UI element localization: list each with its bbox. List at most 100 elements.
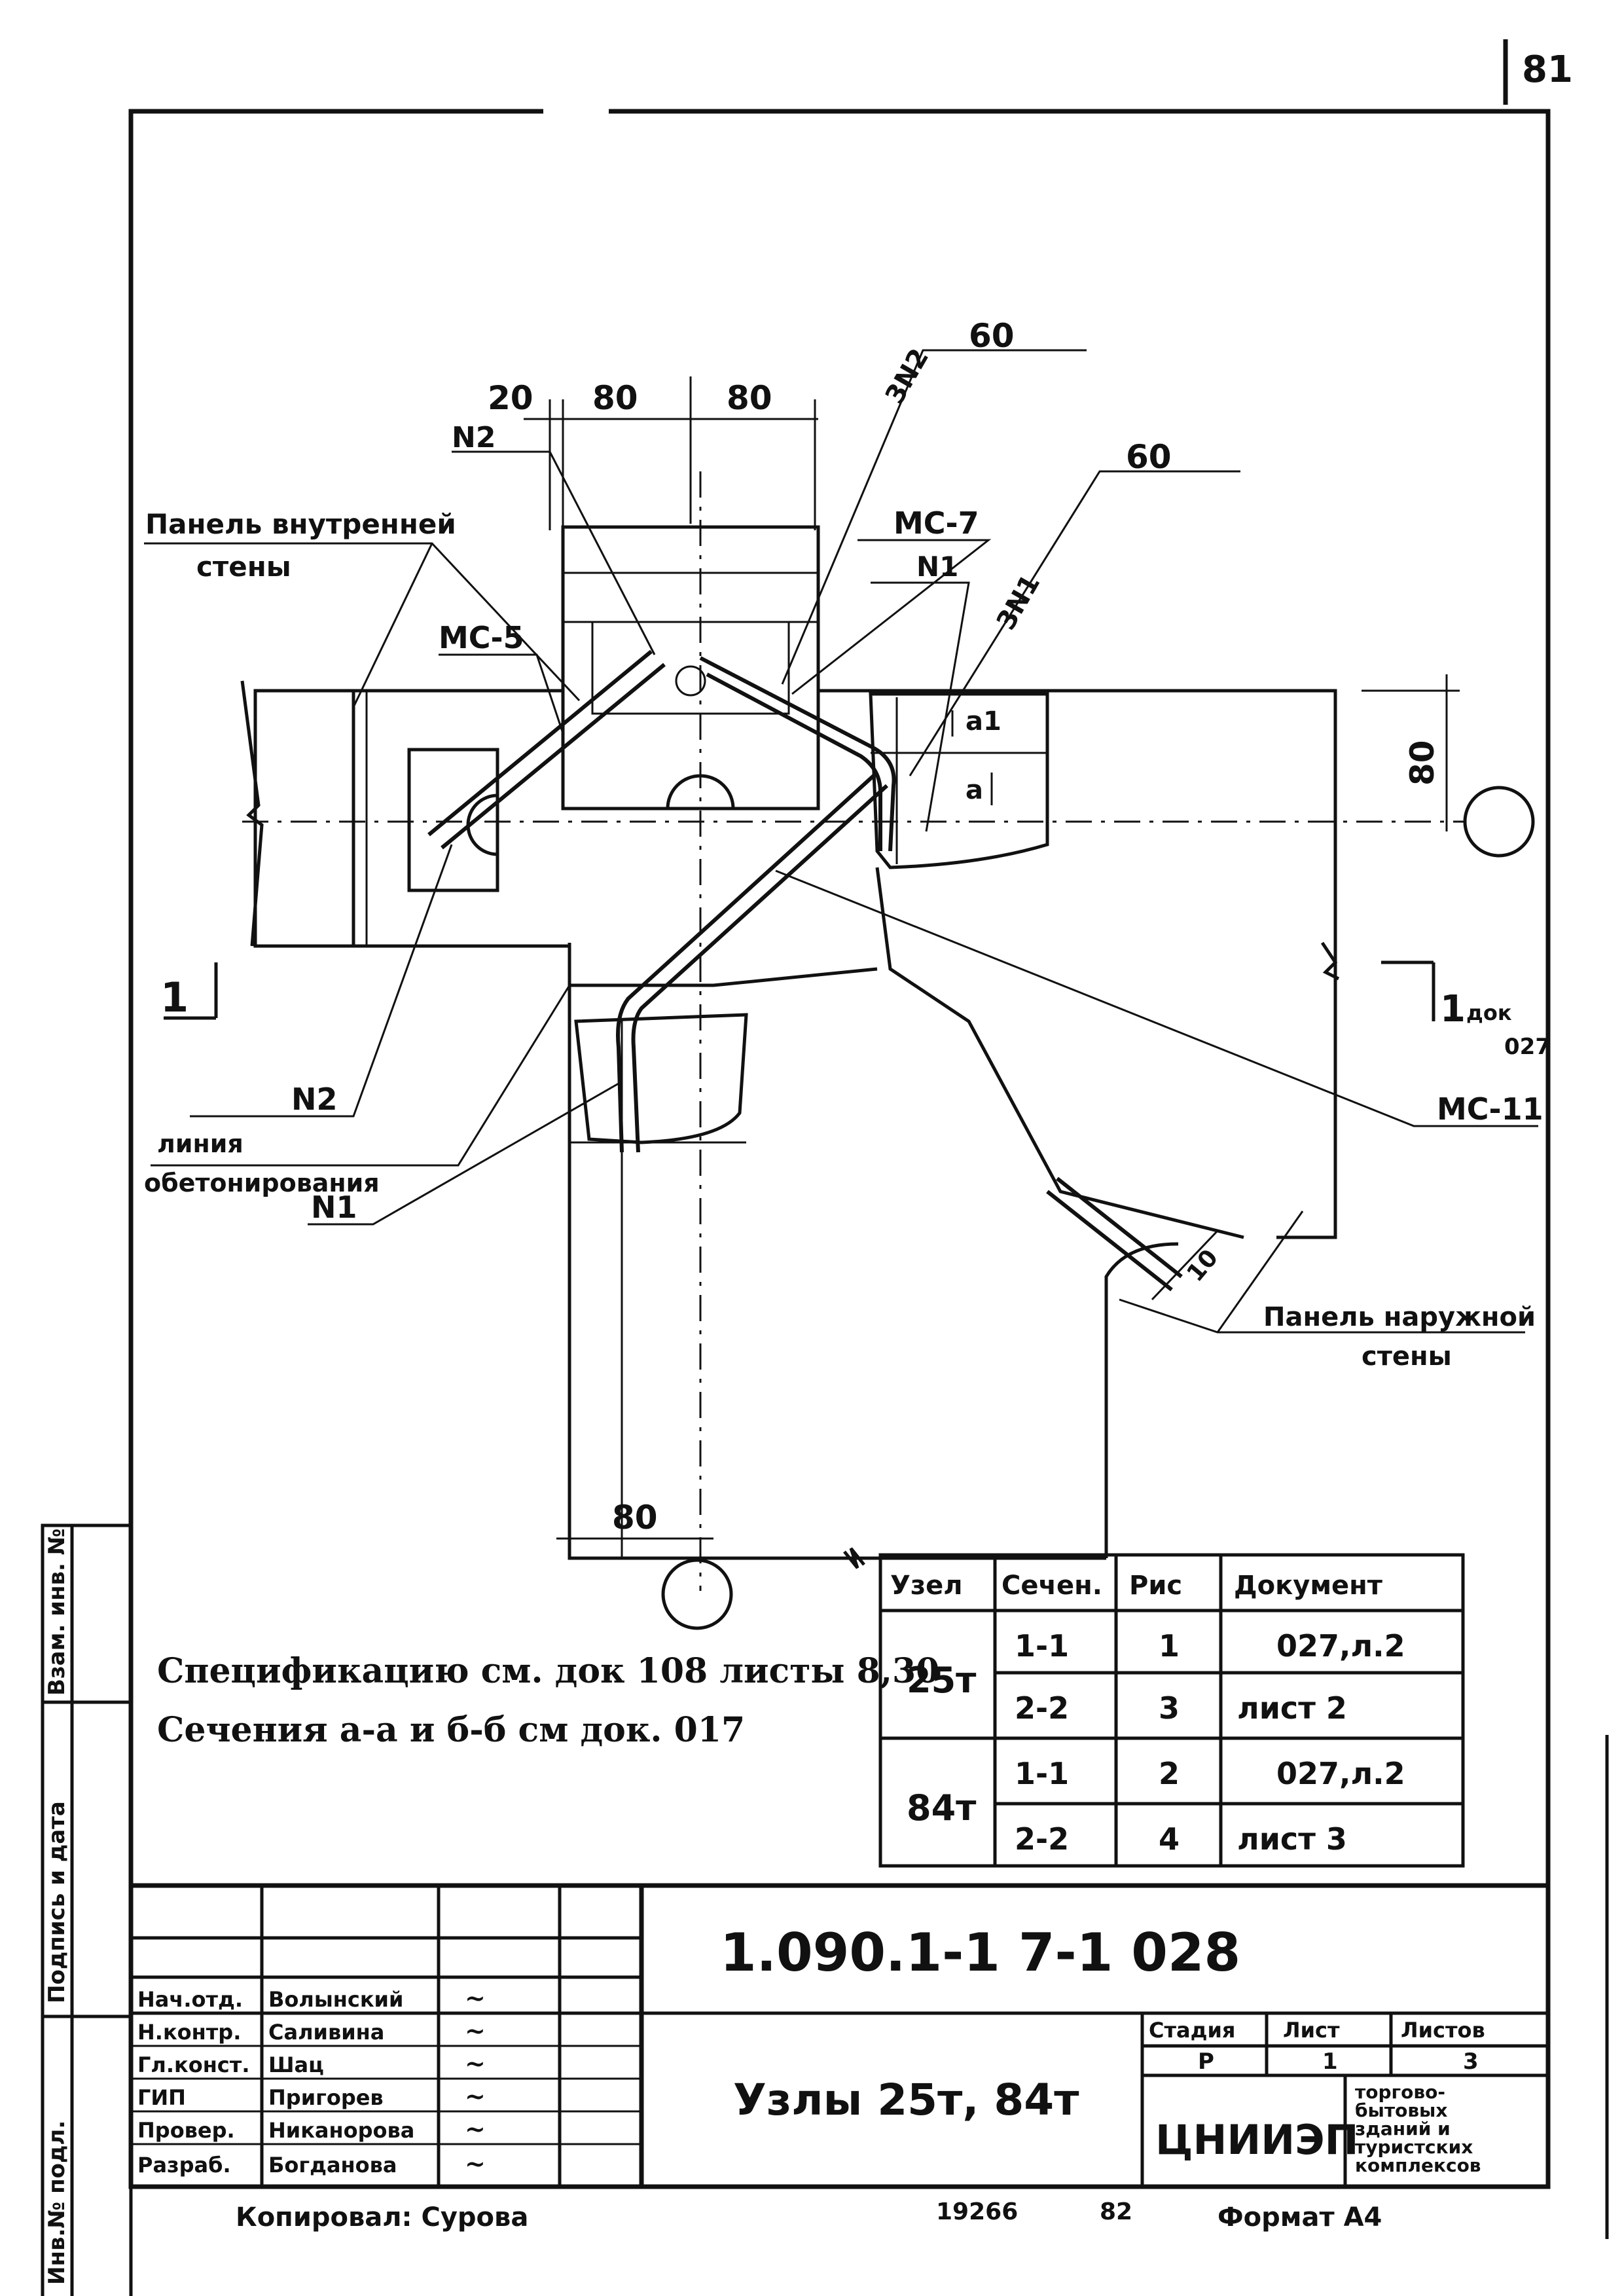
staff-name: Волынский [268, 1987, 403, 2012]
staff-signature: ~ [465, 2081, 486, 2111]
staff-role: Н.контр. [137, 2020, 241, 2045]
staff-row: ГИП Пригорев ~ [137, 2081, 486, 2111]
label-3n1: 3N1 [991, 570, 1046, 635]
staff-signature: ~ [465, 2016, 486, 2045]
section-ref-doc: док [1466, 1000, 1512, 1025]
bar-mc7-lower [706, 672, 882, 851]
leader-3n2 [781, 349, 1087, 685]
staff-row: Н.контр. Саливина ~ [137, 2016, 486, 2045]
label-n1-top: N1 [916, 551, 958, 583]
ref-header-fig: Рис [1129, 1571, 1182, 1601]
label-concrete-2: обетонирования [144, 1169, 380, 1197]
footer-year: 82 [1100, 2198, 1132, 2225]
label-a1: a1 [965, 706, 1001, 737]
label-n2-bottom: N2 [291, 1082, 338, 1117]
leader-n2-bottom [190, 844, 453, 1118]
ref-cell-section: 1-1 [1015, 1756, 1069, 1791]
lower-panel-edge [1104, 1242, 1179, 1558]
dim-80-right: 80 [727, 379, 772, 417]
organization-name: ЦНИИЭП [1155, 2116, 1359, 2164]
label-a: a [965, 775, 983, 805]
inner-wall-panel [253, 689, 569, 948]
staff-name: Саливина [268, 2020, 384, 2045]
organization-desc: бытовых [1355, 2100, 1447, 2121]
lower-panel [568, 946, 851, 1560]
note-sections: Сечения а-а и б-б см док. 017 [157, 1710, 745, 1750]
organization-desc: зданий и [1355, 2118, 1451, 2140]
label-mc11: МС-11 [1437, 1091, 1543, 1127]
ref-header-node: Узел [890, 1571, 963, 1601]
ref-cell-doc: лист 3 [1237, 1821, 1347, 1857]
stage-label: Стадия [1149, 2018, 1235, 2043]
sheets-value: 3 [1463, 2049, 1479, 2075]
label-3n2: 3N2 [880, 344, 935, 409]
leader-inner-panel-2 [352, 543, 433, 708]
leader-3n1 [909, 470, 1240, 776]
label-inner-panel-1: Панель внутренней [145, 508, 456, 540]
page-number: 81 [1522, 48, 1573, 91]
document-title: Узлы 25т, 84т [733, 2075, 1079, 2125]
leader-n2-top [452, 450, 656, 655]
ref-cell-doc: 027,л.2 [1276, 1756, 1405, 1791]
leader-concrete [151, 985, 571, 1167]
section-ref-num: 027 [1504, 1034, 1551, 1060]
dim-10-line [1151, 1230, 1219, 1301]
inner-panel-embed-plate [407, 748, 499, 892]
organization-desc: торгово- [1355, 2081, 1445, 2103]
document-code: 1.090.1-1 7-1 028 [720, 1922, 1240, 1983]
bar-n1-diagonal-2 [631, 784, 889, 1153]
title-block-frame [128, 1883, 1551, 2189]
leader-n1-bottom [308, 1082, 619, 1226]
staff-name: Никанорова [268, 2118, 414, 2143]
section-label-right: 1 [1440, 988, 1466, 1030]
staff-role: Разраб. [137, 2153, 231, 2178]
ref-cell-fig: 4 [1159, 1821, 1180, 1857]
node-detail-drawing: 20 80 80 60 3N2 60 3N1 N2 Панель внутрен… [144, 317, 1551, 1630]
side-stamp-original-inv: Инв.№ подл. [44, 2121, 70, 2285]
dim-80-side: 80 [1403, 740, 1441, 786]
staff-row: Нач.отд. Волынский ~ [137, 1983, 486, 2013]
ref-cell-section: 2-2 [1015, 1690, 1069, 1726]
staff-name: Богданова [268, 2153, 397, 2178]
bar-mc11-b [1056, 1176, 1183, 1279]
ref-header-section: Сечен. [1001, 1571, 1102, 1601]
rebar-n2 [427, 649, 666, 850]
break-mark-left [240, 680, 264, 947]
label-n2-top: N2 [452, 421, 496, 454]
organization-desc: комплексов [1355, 2155, 1481, 2176]
staff-role: Гл.конст. [137, 2052, 249, 2077]
outer-panel-embed [869, 692, 1049, 869]
axis-marker-bottom [661, 1558, 733, 1630]
staff-row: Разраб. Богданова ~ [137, 2149, 486, 2178]
dim-10: 10 [1182, 1245, 1223, 1287]
stage-value: Р [1198, 2049, 1214, 2075]
axis-marker-right [1463, 786, 1535, 858]
staff-signature: ~ [465, 2114, 486, 2143]
label-mc7: МС-7 [893, 505, 979, 541]
bar-n2-lower [441, 663, 666, 850]
ref-node-84t: 84т [907, 1787, 977, 1829]
label-mc5: МС-5 [439, 620, 524, 655]
ref-table-frame [878, 1553, 1465, 1868]
label-outer-panel-1: Панель наружной [1263, 1302, 1536, 1332]
footer-format: Формат А4 [1218, 2202, 1382, 2232]
ref-cell-fig: 1 [1159, 1628, 1180, 1664]
label-inner-panel-2: стены [196, 551, 291, 583]
staff-signature: ~ [465, 2149, 486, 2178]
ref-cell-doc: 027,л.2 [1276, 1628, 1405, 1664]
section-label-left: 1 [160, 974, 189, 1021]
dim-80-left: 80 [592, 379, 638, 417]
dim-60-mid: 60 [1126, 438, 1172, 476]
outer-panel-chamfer [875, 867, 1244, 1239]
concrete-line [568, 943, 878, 987]
dim-60-top: 60 [969, 317, 1015, 355]
ref-node-25t: 25т [907, 1660, 977, 1701]
ref-cell-doc: лист 2 [1237, 1690, 1347, 1726]
sheets-label: Листов [1401, 2018, 1485, 2043]
bar-n1-diagonal [616, 771, 879, 1153]
label-outer-panel-2: стены [1362, 1341, 1452, 1372]
bar-mc7-upper [699, 656, 896, 852]
staff-name: Шац [268, 2052, 324, 2077]
bar-n2-upper [427, 649, 653, 837]
